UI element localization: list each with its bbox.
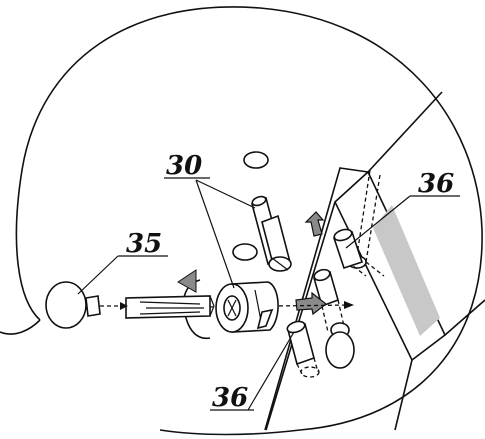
shank-arrowhead — [120, 302, 128, 310]
leader-30 — [164, 177, 256, 289]
arrow-right — [295, 291, 327, 316]
detail-circle — [15, 6, 483, 431]
label-30: 30 — [166, 151, 202, 181]
cover-cap — [45, 281, 87, 329]
label-36-top: 36 — [418, 169, 454, 199]
circle-bottom-arc — [159, 429, 301, 436]
insertion-arrowhead — [344, 301, 354, 309]
hole-middle — [232, 243, 258, 261]
leader-35 — [77, 255, 168, 295]
arrow-up — [304, 211, 325, 237]
bit-shank — [85, 295, 101, 317]
rotation-arrowhead — [177, 269, 197, 293]
screwdriver-bit — [125, 295, 215, 319]
leader-tail — [0, 319, 41, 335]
label-35: 35 — [126, 229, 162, 259]
dowel-top — [332, 228, 364, 270]
panel-holes — [325, 169, 385, 369]
connecting-bolt — [251, 195, 292, 272]
leader-36-bottom — [210, 331, 295, 411]
dowel-bottom — [286, 320, 320, 378]
dowel-middle — [313, 268, 345, 333]
cam-lock — [215, 281, 279, 333]
leader-36-top — [345, 195, 460, 249]
label-36-bottom: 36 — [212, 383, 248, 413]
panel-shadow — [373, 205, 440, 336]
hole-top — [243, 151, 269, 169]
board-panel — [264, 91, 485, 431]
